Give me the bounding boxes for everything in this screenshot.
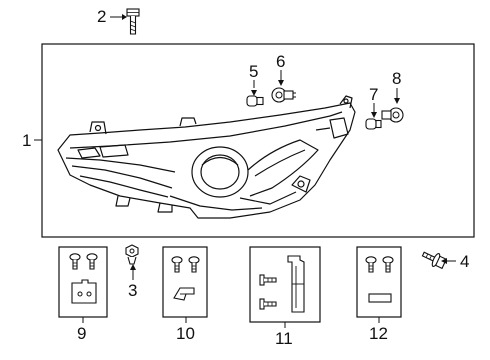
- callout-8: 8: [392, 69, 401, 88]
- bracket-part-9: [71, 279, 97, 304]
- bolt-part-2: [126, 8, 140, 35]
- screw-icon: [382, 256, 394, 273]
- callout-9: 9: [77, 324, 86, 343]
- callout-7: 7: [369, 85, 378, 104]
- screw-icon: [86, 253, 98, 270]
- callout-10: 10: [176, 324, 195, 343]
- callout-6: 6: [276, 52, 285, 71]
- screw-icon: [69, 253, 81, 270]
- callout-4: 4: [460, 252, 469, 271]
- screw-icon: [259, 298, 277, 310]
- bulb-part-7: [365, 118, 382, 130]
- box-part-12: [356, 246, 402, 318]
- bulb-part-5: [246, 95, 264, 107]
- headlamp-assembly: [57, 95, 356, 219]
- callout-5: 5: [249, 62, 258, 81]
- bolt-part-4: [421, 251, 448, 270]
- callout-1: 1: [22, 131, 31, 150]
- callout-11: 11: [275, 329, 293, 348]
- callout-3: 3: [128, 281, 137, 300]
- plate-part-12: [368, 293, 392, 303]
- screw-icon: [188, 256, 200, 273]
- arrow-2: [122, 14, 127, 20]
- bracket-part-11: [287, 255, 305, 313]
- screw-icon: [365, 256, 377, 273]
- clip-part-3: [125, 244, 139, 265]
- callout-2: 2: [97, 7, 106, 26]
- callout-12: 12: [369, 324, 388, 343]
- socket-part-8: [381, 107, 404, 123]
- screw-icon: [259, 274, 277, 286]
- bracket-part-10: [173, 287, 195, 301]
- socket-part-6: [271, 87, 296, 103]
- screw-icon: [171, 256, 183, 273]
- box-part-10: [162, 246, 208, 318]
